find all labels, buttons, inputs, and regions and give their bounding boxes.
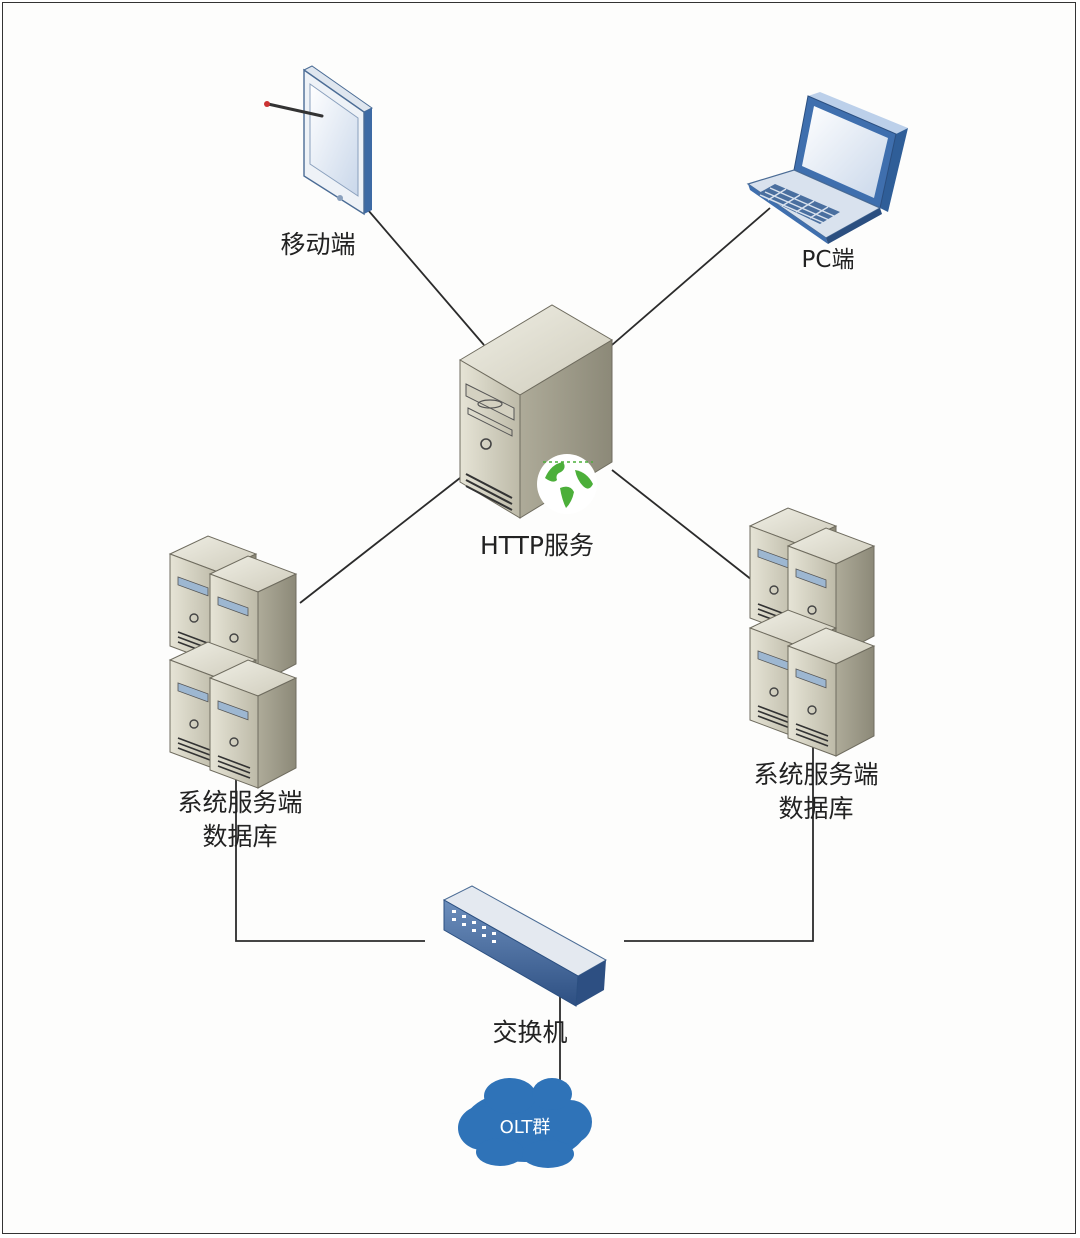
link-db-right-switch	[624, 742, 814, 942]
olt-label: OLT群	[499, 1117, 551, 1138]
server-cluster-icon	[749, 507, 875, 757]
link-db-left-switch	[235, 772, 425, 942]
switch-label: 交换机	[492, 1018, 568, 1047]
link-pc-http	[611, 207, 771, 346]
db-right-label-line1: 系统服务端	[753, 760, 879, 789]
db-left-label-line2: 数据库	[202, 822, 278, 851]
pc-label: PC端	[801, 247, 855, 273]
server-cluster-icon	[169, 535, 297, 789]
web-server-icon	[459, 304, 613, 519]
link-http-db-left	[299, 477, 461, 604]
db-left-label-line1: 系统服务端	[177, 788, 303, 817]
mobile-label: 移动端	[280, 230, 356, 259]
link-http-db-right	[611, 469, 753, 581]
db-right-label-line2: 数据库	[778, 794, 854, 823]
connection-lines	[235, 207, 814, 1080]
http-label: HTTP服务	[480, 531, 594, 560]
link-mobile-http	[367, 209, 485, 346]
network-switch-icon	[442, 885, 608, 1007]
globe-icon	[537, 454, 597, 514]
laptop-icon	[746, 92, 908, 244]
cloud-icon	[458, 1078, 592, 1168]
tablet-icon	[264, 65, 373, 216]
